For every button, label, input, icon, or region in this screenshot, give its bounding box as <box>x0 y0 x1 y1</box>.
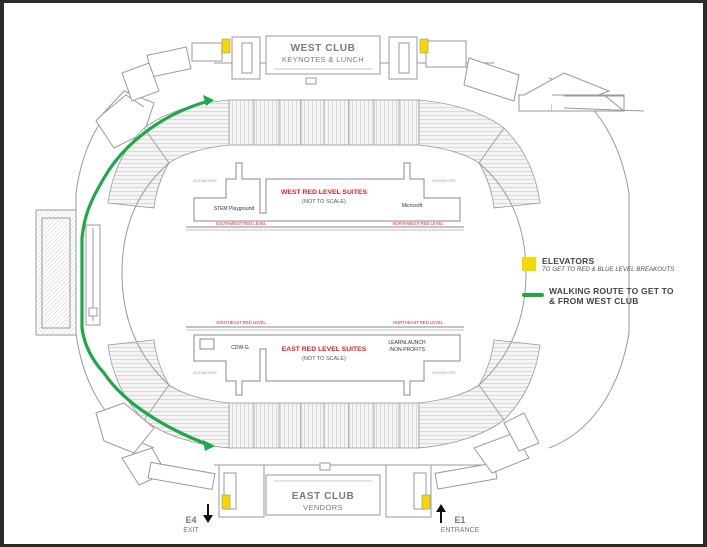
southwest-buildings <box>95 402 265 518</box>
east-suites-right-room-1: LEARNLAUNCH <box>388 340 426 346</box>
west-suites-note: (NOT TO SCALE) <box>302 199 346 205</box>
field-boundary <box>121 162 527 386</box>
southeast-buildings <box>385 412 540 518</box>
east-suites-edge-left: SOUTHEAST RED LEVEL <box>216 320 266 325</box>
map-page: WEST CLUB KEYNOTES & LUNCH EAST CLUB VEN… <box>4 3 703 544</box>
top-stands <box>107 99 541 209</box>
west-end-structure <box>35 209 101 336</box>
west-suites-right-room: Microsoft <box>402 203 423 209</box>
stadium-map: WEST CLUB KEYNOTES & LUNCH EAST CLUB VEN… <box>35 35 645 534</box>
bottom-stands <box>107 339 541 449</box>
west-suites-edge-left: SOUTHWEST RED LEVEL <box>216 221 268 226</box>
east-club-box <box>265 462 381 516</box>
legend-elevators-title: ELEVATORS <box>542 256 595 266</box>
e4-exit-arrow <box>203 504 213 523</box>
elevator-southeast <box>421 494 431 510</box>
legend-route-swatch <box>522 293 544 297</box>
legend-route-title-1: WALKING ROUTE TO GET TO <box>549 286 674 296</box>
legend-route-title-2: & FROM WEST CLUB <box>549 296 639 306</box>
route-arrow-west <box>203 95 214 106</box>
elevator-northeast <box>419 38 429 54</box>
legend-elevators: ELEVATORS TO GET TO RED & BLUE LEVEL BRE… <box>542 256 702 274</box>
route-arrow-east <box>203 440 215 451</box>
northeast-buildings <box>388 36 645 112</box>
west-suites-title: WEST RED LEVEL SUITES <box>281 189 367 196</box>
east-club-subtitle: VENDORS <box>303 503 343 512</box>
east-suites-outline <box>186 326 464 396</box>
gate-e4-code: E4 <box>185 515 196 525</box>
legend-elevators-swatch <box>522 257 536 271</box>
e1-entrance-arrow <box>436 504 446 523</box>
west-suites-left-room: STEM Playground <box>214 206 255 212</box>
east-suites-left-room: CDW-G <box>231 345 249 351</box>
west-suites-elevators-left: ELEVATORS <box>193 178 217 183</box>
east-suites-edge-right: NORTHEAST RED LEVEL <box>393 320 444 325</box>
east-suites-title: EAST RED LEVEL SUITES <box>282 346 367 353</box>
west-suites-edge-right: NORTHWEST RED LEVEL <box>392 221 444 226</box>
west-suites-outline <box>186 162 464 231</box>
west-club-box <box>265 35 381 85</box>
gate-arrows <box>203 504 446 523</box>
map-labels: WEST CLUB KEYNOTES & LUNCH EAST CLUB VEN… <box>183 43 479 534</box>
walking-route <box>80 95 215 451</box>
east-suites-right-room-2: /NON-PROFITS <box>389 347 425 353</box>
gate-e1-code: E1 <box>454 515 465 525</box>
elevator-northwest <box>221 38 231 54</box>
west-club-subtitle: KEYNOTES & LUNCH <box>282 55 364 64</box>
east-suites-elevators-left: ELEVATORS <box>193 370 217 375</box>
east-suites-elevators-right: ELEVATORS <box>432 370 456 375</box>
legend-route: WALKING ROUTE TO GET TO & FROM WEST CLUB <box>549 286 699 306</box>
east-club-title: EAST CLUB <box>292 491 355 502</box>
gate-e4-label: EXIT <box>183 527 199 534</box>
gate-e1-label: ENTRANCE <box>441 527 480 534</box>
legend-elevators-subtitle: TO GET TO RED & BLUE LEVEL BREAKOUTS <box>542 266 675 273</box>
west-club-title: WEST CLUB <box>291 43 356 54</box>
elevator-southwest <box>221 494 231 510</box>
elevator-markers <box>221 38 431 510</box>
west-suites-elevators-right: ELEVATORS <box>432 178 456 183</box>
east-suites-note: (NOT TO SCALE) <box>302 356 346 362</box>
